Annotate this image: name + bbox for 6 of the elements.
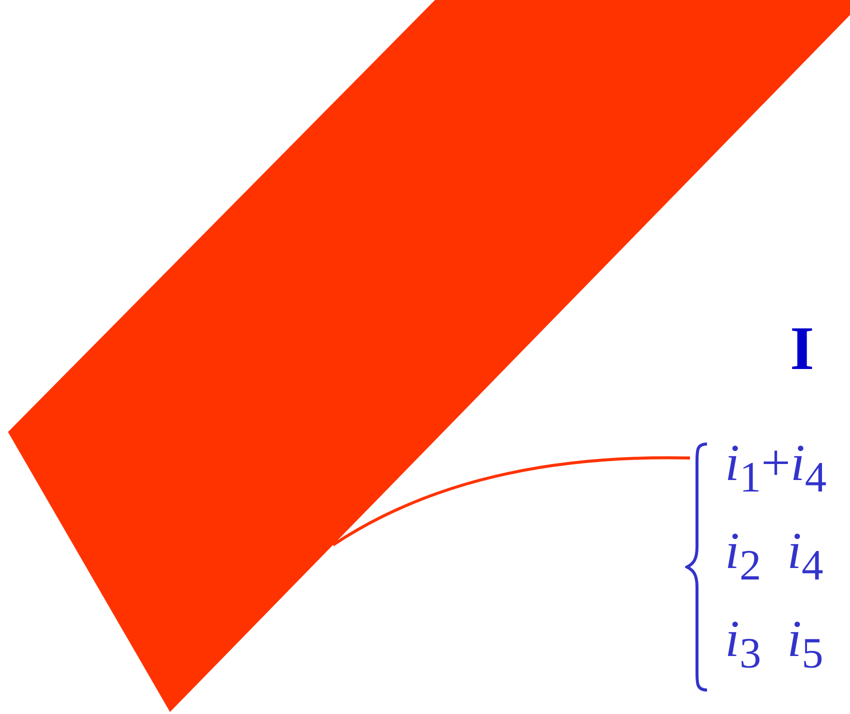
heading-letter: I	[790, 318, 814, 380]
equation: i$_{1}$+i$_{4}$	[725, 438, 827, 500]
band-shape	[8, 0, 850, 712]
equation: i$_{2}$ i$_{4}$	[725, 526, 824, 588]
leader-line	[332, 456, 690, 546]
equation: i$_{3}$ i$_{5}$	[725, 614, 824, 676]
